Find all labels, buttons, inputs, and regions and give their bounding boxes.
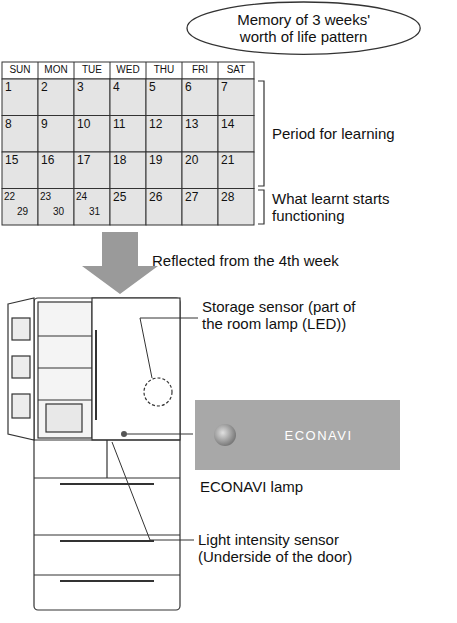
calendar-cell — [2, 189, 38, 226]
calendar-cell — [182, 152, 218, 189]
calendar-cell — [182, 79, 218, 116]
calendar-date: 13 — [185, 118, 198, 132]
calendar-cell — [74, 116, 110, 153]
calendar-cell — [146, 152, 182, 189]
calendar-date: 26 — [149, 191, 162, 205]
weekday-header: MON — [38, 64, 74, 76]
calendar-date: 12 — [149, 118, 162, 132]
arrow-label: Reflected from the 4th week — [152, 252, 339, 269]
callout-text: Memory of 3 weeks' worth of life pattern — [224, 11, 384, 45]
calendar-divider — [146, 62, 147, 79]
calendar-cell — [110, 152, 146, 189]
part-label: Light intensity sensor (Underside of the… — [198, 531, 398, 566]
bracket-label: What learnt starts functioning — [272, 190, 452, 225]
econavi-lamp-dot — [121, 431, 127, 437]
econavi-panel: ECONAVI — [195, 400, 400, 470]
calendar-date: 2 — [41, 81, 48, 95]
calendar-cell — [2, 79, 38, 116]
calendar-date: 16 — [41, 154, 54, 168]
leader-line — [112, 442, 194, 540]
calendar-cell — [110, 116, 146, 153]
calendar-date: 22 — [4, 191, 15, 203]
calendar-date: 3 — [77, 81, 84, 95]
leader-line — [127, 434, 193, 435]
ellipse-shape — [187, 2, 420, 54]
part-label: ECONAVI lamp — [200, 478, 303, 495]
calendar-grid — [2, 62, 254, 225]
calendar-cell — [218, 79, 254, 116]
node-text-holder: Memory of 3 weeks' worth of life pattern — [224, 11, 384, 45]
calendar-cell — [74, 79, 110, 116]
calendar-date: 28 — [221, 191, 234, 205]
calendar-date: 15 — [5, 154, 18, 168]
bracket — [258, 81, 264, 186]
calendar-cell — [146, 116, 182, 153]
calendar-cell — [2, 152, 38, 189]
weekday-header: SAT — [218, 64, 254, 76]
calendar-cell — [218, 152, 254, 189]
weekday-header: SUN — [2, 64, 38, 76]
calendar-date: 21 — [221, 154, 234, 168]
calendar-date: 18 — [113, 154, 126, 168]
bracket-label: Period for learning — [272, 125, 395, 142]
weekday-header: TUE — [74, 64, 110, 76]
calendar-cell — [110, 189, 146, 226]
calendar-cell — [38, 116, 74, 153]
calendar-cell — [110, 79, 146, 116]
calendar-cell — [74, 189, 110, 226]
weekday-header: FRI — [182, 64, 218, 76]
calendar-date: 17 — [77, 154, 90, 168]
calendar-date: 24 — [76, 191, 87, 203]
weekday-header: WED — [110, 64, 146, 76]
calendar-date: 29 — [17, 206, 28, 218]
calendar-divider — [218, 62, 219, 79]
calendar-date: 25 — [113, 191, 126, 205]
calendar-date: 5 — [149, 81, 156, 95]
part-label: Storage sensor (part of the room lamp (L… — [202, 298, 367, 333]
calendar-cell — [38, 189, 74, 226]
calendar-divider — [74, 62, 75, 79]
calendar-cell — [182, 116, 218, 153]
calendar-date: 30 — [53, 206, 64, 218]
calendar-divider — [110, 62, 111, 79]
node-text-holder: ECONAVI — [284, 428, 352, 443]
callout-ellipse: Memory of 3 weeks' worth of life pattern — [186, 1, 421, 55]
leader-line — [140, 318, 198, 378]
calendar-date: 7 — [221, 81, 228, 95]
down-arrow — [82, 232, 158, 294]
calendar-date: 19 — [149, 154, 162, 168]
calendar-date: 4 — [113, 81, 120, 95]
calendar-date: 9 — [41, 118, 48, 132]
calendar-cell — [74, 152, 110, 189]
calendar-cell — [146, 189, 182, 226]
bracket — [258, 190, 264, 224]
calendar-header-row — [2, 62, 254, 79]
calendar-divider — [182, 62, 183, 79]
refrigerator — [8, 298, 180, 610]
calendar-date: 1 — [5, 81, 12, 95]
brand-text: ECONAVI — [284, 428, 352, 443]
calendar-date: 10 — [77, 118, 90, 132]
calendar-date: 8 — [5, 118, 12, 132]
calendar-date: 23 — [40, 191, 51, 203]
calendar-cell — [218, 116, 254, 153]
calendar-date: 11 — [113, 118, 125, 132]
calendar-date: 14 — [221, 118, 234, 132]
calendar-date: 31 — [89, 206, 100, 218]
calendar-date: 6 — [185, 81, 192, 95]
calendar-date: 27 — [185, 191, 198, 205]
calendar-cell — [218, 189, 254, 226]
calendar-cell — [182, 189, 218, 226]
calendar-date: 20 — [185, 154, 198, 168]
calendar-divider — [38, 62, 39, 79]
calendar-cell — [38, 152, 74, 189]
calendar-cell — [2, 116, 38, 153]
weekday-header: THU — [146, 64, 182, 76]
lamp-circle — [214, 424, 236, 446]
calendar-cell — [146, 79, 182, 116]
calendar-cell — [38, 79, 74, 116]
